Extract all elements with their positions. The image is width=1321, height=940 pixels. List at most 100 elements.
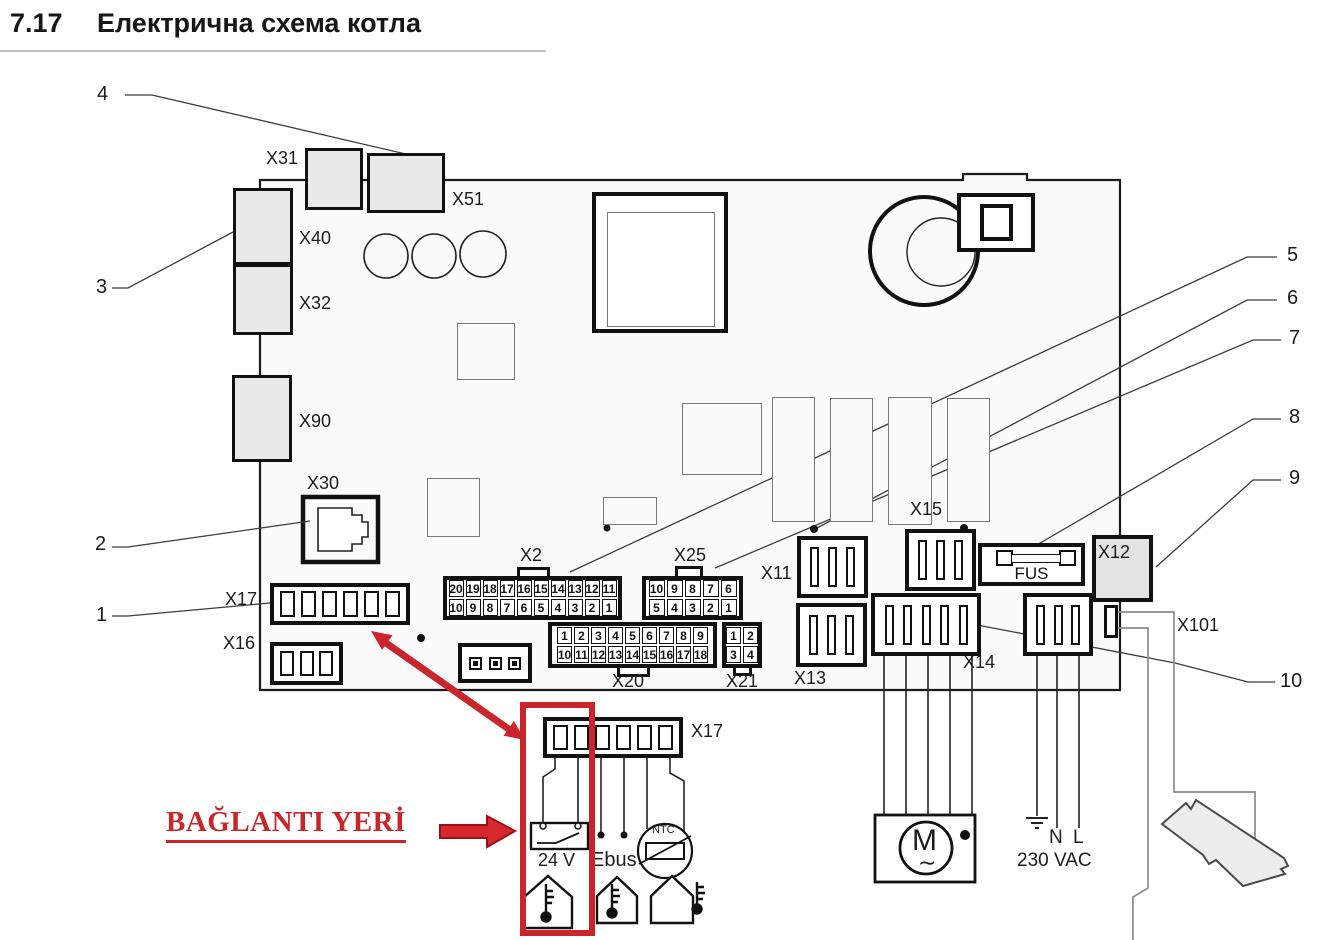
cable-clip-part [1160, 798, 1290, 888]
callout-3: 3 [96, 276, 108, 298]
pin [343, 591, 358, 617]
pin-cell: 12 [584, 580, 600, 597]
pin-cell: 19 [465, 580, 481, 597]
pump-motor-symbol [873, 813, 977, 884]
connector-x31 [305, 148, 363, 210]
pin-cell: 17 [676, 646, 691, 663]
pin-cell: 11 [601, 580, 617, 597]
callout-5: 5 [1287, 244, 1299, 266]
callout-7: 7 [1289, 327, 1301, 349]
pin-cell: 3 [726, 646, 741, 663]
pin [595, 725, 610, 750]
connector-x32 [233, 264, 293, 335]
jumper-block [458, 643, 532, 683]
callout-4: 4 [97, 83, 109, 105]
component-square-1 [457, 323, 515, 380]
slot [884, 604, 894, 645]
pin-cell: 13 [608, 646, 623, 663]
connector-x14 [871, 593, 981, 656]
pin-cell: 5 [625, 627, 640, 644]
room-thermostat-icon-2 [595, 875, 639, 925]
slot [903, 604, 912, 645]
connector-x51 [367, 153, 445, 213]
pin-cell: 6 [516, 599, 532, 616]
relay-block [592, 192, 728, 333]
connector-x2: 20 19 18 17 16 15 14 13 12 11 10 9 8 7 6… [443, 576, 622, 620]
pin-cell: 7 [659, 627, 674, 644]
label-x12: X12 [1098, 542, 1131, 562]
connector-x101 [1104, 605, 1118, 638]
pin [637, 725, 652, 750]
connector-x21: 1 2 3 4 [722, 622, 762, 668]
pin [658, 725, 673, 750]
callout-1: 1 [96, 604, 108, 626]
leader-line-9 [1155, 479, 1281, 568]
label-x40: X40 [299, 228, 332, 248]
jumper-pin [468, 656, 482, 670]
label-x2: X2 [520, 545, 543, 565]
pin-cell: 8 [676, 627, 691, 644]
pin-cell: 11 [574, 646, 589, 663]
outdoor-sensor-icon [649, 874, 705, 925]
connector-x11 [797, 536, 868, 598]
label-x30: X30 [307, 473, 340, 493]
leader-line-3 [112, 231, 234, 289]
pin-cell: 5 [648, 599, 665, 616]
pin-cell: 18 [482, 580, 498, 597]
motor-wires [883, 656, 973, 815]
pin-cell: 1 [557, 627, 572, 644]
callout-9: 9 [1289, 467, 1301, 489]
pin-cell: 9 [465, 599, 481, 616]
pin-cell: 6 [642, 627, 657, 644]
slot [809, 615, 818, 655]
slot [921, 604, 931, 645]
pin-cell: 2 [584, 599, 600, 616]
pin-cell: 6 [720, 580, 737, 597]
label-x15: X15 [910, 499, 943, 519]
thermostat-switch-symbol [529, 821, 590, 851]
connector-x12 [1092, 535, 1153, 602]
label-230vac: 230 VAC [1017, 850, 1092, 871]
red-right-arrow-icon [439, 814, 518, 849]
pin [319, 651, 334, 676]
component-small-rect [603, 497, 657, 525]
connector-mains [1023, 593, 1093, 656]
connector-x20: 1 2 3 4 5 6 7 8 9 10 11 12 13 14 15 16 1… [548, 622, 717, 668]
pin-cell: 17 [499, 580, 515, 597]
fuse-holder: FUS [978, 543, 1085, 586]
label-x14: X14 [963, 652, 996, 672]
label-x21: X21 [726, 671, 759, 691]
x30-jack [300, 494, 381, 565]
slot [958, 604, 968, 645]
connector-x40 [233, 188, 293, 265]
component-square-2 [427, 478, 480, 537]
pin [301, 591, 316, 617]
label-line: L [1073, 827, 1084, 848]
pin [280, 591, 295, 617]
pin-cell: 14 [550, 580, 566, 597]
connector-x16 [270, 642, 343, 685]
fuse-link [1011, 554, 1061, 563]
pin-cell: 3 [567, 599, 583, 616]
relay-slot-1 [772, 397, 815, 522]
slot [1053, 604, 1063, 645]
pin [574, 725, 589, 750]
pin [364, 591, 379, 617]
pin-cell: 7 [702, 580, 719, 597]
pin-cell: 20 [448, 580, 464, 597]
label-neutral: N [1049, 827, 1063, 848]
pin [385, 591, 400, 617]
label-x51: X51 [452, 189, 485, 209]
component-square-3 [682, 403, 762, 475]
slot [954, 540, 963, 580]
pin-cell: 15 [642, 646, 657, 663]
leader-line-4 [125, 94, 411, 156]
pin-cell: 9 [666, 580, 683, 597]
label-x17: X17 [225, 589, 258, 609]
slot [940, 604, 949, 645]
pin-cell: 4 [550, 599, 566, 616]
component-block-topright-inner [980, 204, 1013, 241]
label-x31: X31 [266, 148, 299, 168]
connection-note: BAĞLANTI YERİ [166, 806, 406, 843]
